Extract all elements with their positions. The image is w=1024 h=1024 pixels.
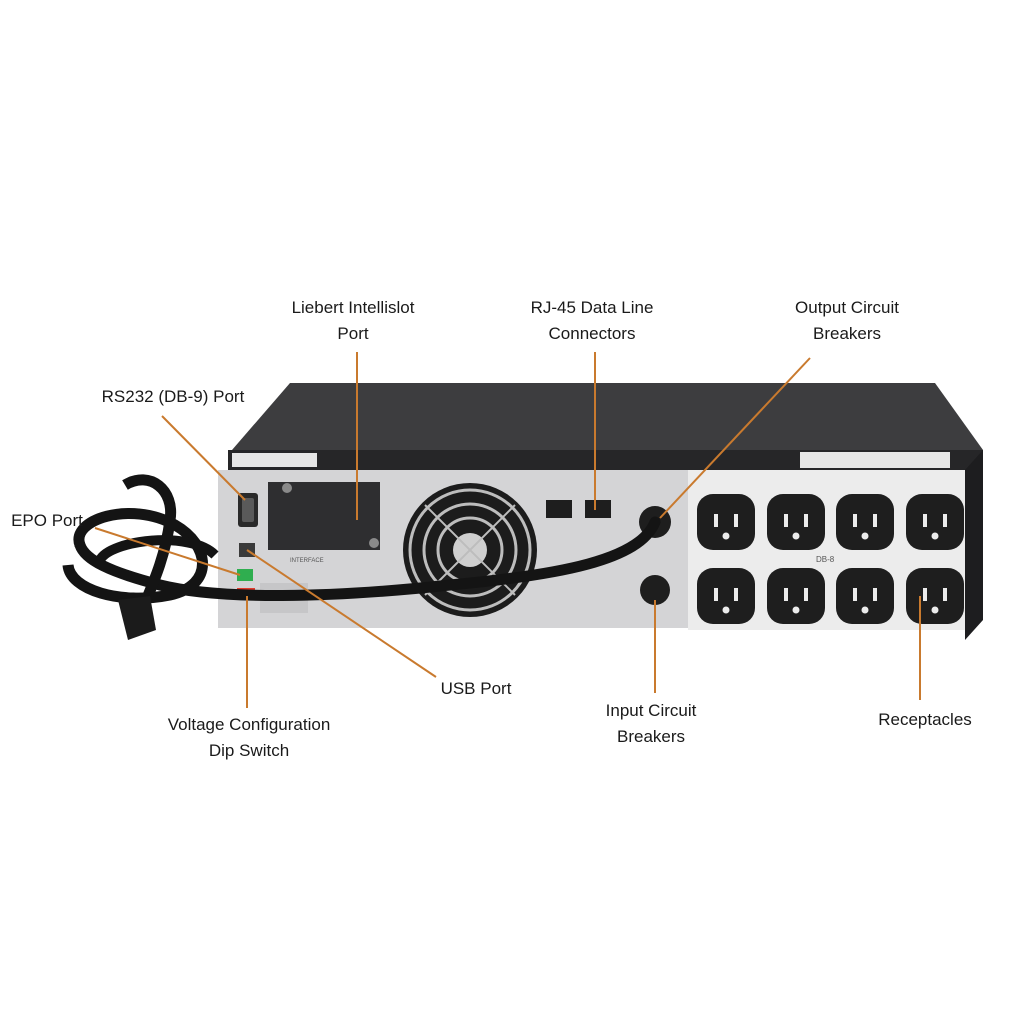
rj45-port-2	[585, 500, 611, 518]
interface-text: INTERFACE	[290, 558, 324, 564]
label-rs232: RS232 (DB-9) Port	[102, 387, 245, 406]
label-output-cb-line1: Output Circuit	[795, 298, 899, 317]
chassis-front-rim	[228, 450, 983, 470]
receptacle	[906, 568, 964, 624]
label-liebert-line1: Liebert Intellislot	[292, 298, 415, 317]
fan-grill-bar-2	[424, 504, 516, 596]
leader-output-cb	[659, 357, 811, 519]
fan-grill-ring-2	[422, 502, 518, 598]
intellislot-screw-right	[369, 538, 379, 548]
rj45-port-1	[546, 500, 572, 518]
chassis-right-side	[965, 450, 983, 640]
label-epo: EPO Port	[11, 511, 83, 530]
power-cord	[62, 474, 661, 640]
leader-usb	[246, 549, 437, 678]
receptacle	[697, 494, 755, 550]
label-voltage-line2: Dip Switch	[209, 741, 289, 760]
label-rj45-line1: RJ-45 Data Line	[531, 298, 654, 317]
cord-main	[74, 516, 661, 601]
leader-epo	[94, 527, 241, 576]
receptacle	[697, 568, 755, 624]
receptacle	[767, 494, 825, 550]
intellislot-screw-left	[282, 483, 292, 493]
intellislot-cover	[268, 482, 380, 550]
chassis-top	[232, 383, 983, 450]
intellislot: INTERFACE	[268, 482, 380, 564]
label-receptacles: Receptacles	[878, 710, 972, 729]
receptacle	[836, 568, 894, 624]
leader-lines	[94, 352, 921, 708]
fan	[403, 483, 537, 617]
label-usb: USB Port	[441, 679, 512, 698]
callout-labels: Liebert Intellislot Port RJ-45 Data Line…	[11, 298, 972, 760]
label-rj45-line2: Connectors	[549, 324, 636, 343]
rating-sticker	[800, 452, 950, 468]
label-liebert-line2: Port	[337, 324, 368, 343]
label-input-cb-line1: Input Circuit	[606, 701, 697, 720]
input-circuit-breaker	[640, 575, 670, 605]
rj45-connectors	[546, 500, 611, 518]
fan-grill-ring-1	[408, 488, 532, 612]
cord-coil-2	[122, 474, 177, 618]
receptacles: DB-8	[697, 494, 964, 624]
serial-sticker	[232, 453, 317, 467]
leader-rs232	[161, 415, 246, 501]
epo-connector	[237, 569, 253, 581]
receptacle	[906, 494, 964, 550]
receptacle	[767, 568, 825, 624]
cord-coil-3	[95, 535, 219, 564]
label-input-cb-line2: Breakers	[617, 727, 685, 746]
outlet-group-text: DB-8	[816, 555, 835, 564]
label-voltage-line1: Voltage Configuration	[168, 715, 331, 734]
receptacle	[836, 494, 894, 550]
label-output-cb-line2: Breakers	[813, 324, 881, 343]
power-plug	[118, 596, 156, 640]
rs232-port-inner	[242, 498, 254, 522]
